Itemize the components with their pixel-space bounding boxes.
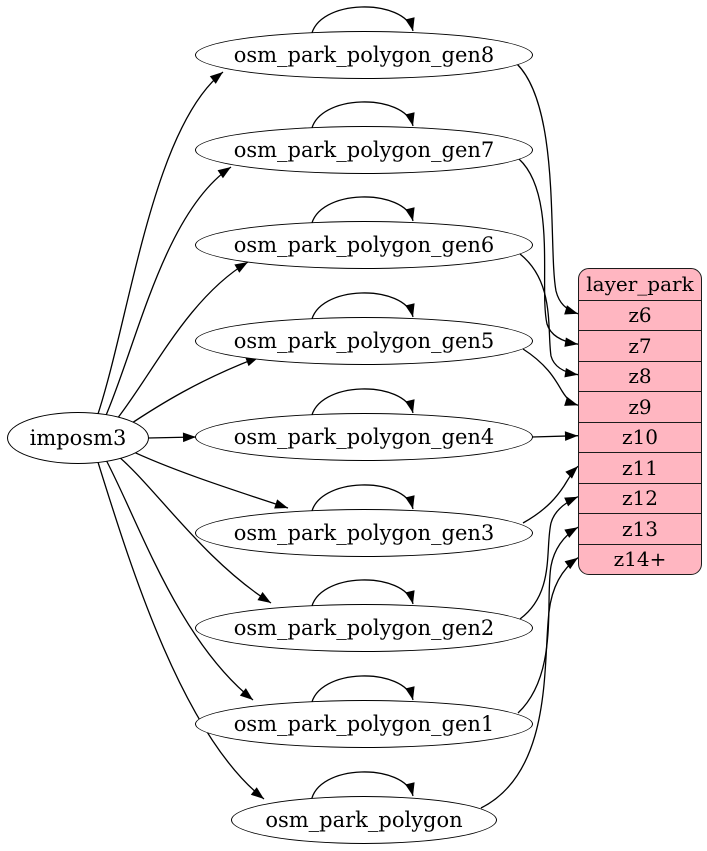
edge-osm_park_polygon_gen6-z8: [519, 253, 579, 378]
self-loop-osm_park_polygon_gen1: [310, 675, 415, 707]
edge-osm_park_polygon-z14plus: [480, 557, 579, 809]
node-label: osm_park_polygon_gen8: [233, 42, 495, 67]
edge-imposm3-osm_park_polygon: [96, 458, 265, 800]
node-osm_park_polygon_gen7: osm_park_polygon_gen7: [195, 126, 533, 174]
self-loop-osm_park_polygon_gen3: [310, 484, 415, 516]
edge-osm_park_polygon_gen1-z13: [517, 526, 579, 714]
node-osm_park_polygon_gen3: osm_park_polygon_gen3: [195, 509, 533, 557]
self-loop-osm_park_polygon_gen2: [310, 579, 415, 611]
node-osm_park_polygon: osm_park_polygon: [231, 796, 497, 844]
layer-park-header: layer_park: [586, 272, 694, 297]
edge-imposm3-osm_park_polygon_gen4: [147, 432, 197, 443]
edge-osm_park_polygon_gen2-z12: [519, 496, 579, 620]
node-osm_park_polygon_gen6: osm_park_polygon_gen6: [195, 221, 533, 269]
node-osm_park_polygon_gen1: osm_park_polygon_gen1: [195, 700, 533, 748]
edge-osm_park_polygon_gen4-z10: [531, 431, 579, 441]
node-label: osm_park_polygon_gen7: [233, 137, 495, 162]
node-label: osm_park_polygon_gen1: [233, 711, 495, 736]
edge-osm_park_polygon_gen8-z6: [516, 63, 579, 315]
node-label: osm_park_polygon_gen5: [233, 328, 495, 353]
row-z8: z8: [579, 360, 701, 392]
node-osm_park_polygon_gen8: osm_park_polygon_gen8: [195, 31, 533, 79]
self-loop-osm_park_polygon_gen8: [310, 6, 415, 38]
node-label: osm_park_polygon_gen6: [233, 232, 495, 257]
node-osm_park_polygon_gen5: osm_park_polygon_gen5: [195, 317, 533, 365]
edge-osm_park_polygon_gen7-z7: [518, 158, 579, 347]
edge-imposm3-osm_park_polygon_gen5: [122, 356, 260, 430]
row-z12: z12: [579, 482, 701, 514]
self-loop-osm_park_polygon: [310, 771, 415, 803]
node-imposm3: imposm3: [7, 412, 149, 464]
edge-imposm3-osm_park_polygon_gen2: [112, 451, 272, 604]
row-z13: z13: [579, 513, 701, 544]
row-z11: z11: [579, 452, 701, 483]
node-label: osm_park_polygon: [265, 807, 463, 832]
edge-imposm3-osm_park_polygon_gen6: [112, 261, 249, 425]
self-loop-osm_park_polygon_gen4: [310, 388, 415, 420]
edge-imposm3-osm_park_polygon_gen3: [122, 446, 289, 509]
row-z10: z10: [579, 421, 701, 453]
row-z9: z9: [579, 391, 701, 422]
edge-imposm3-osm_park_polygon_gen8: [96, 71, 224, 418]
node-osm_park_polygon_gen4: osm_park_polygon_gen4: [195, 413, 533, 461]
row-z6: z6: [579, 299, 701, 331]
node-label: osm_park_polygon_gen2: [233, 615, 495, 640]
self-loop-osm_park_polygon_gen7: [310, 101, 415, 133]
node-label: imposm3: [29, 425, 127, 450]
edge-imposm3-osm_park_polygon_gen7: [103, 166, 232, 421]
edge-osm_park_polygon_gen3-z11: [522, 465, 579, 524]
row-z7: z7: [579, 330, 701, 361]
self-loop-osm_park_polygon_gen6: [310, 196, 415, 228]
node-label: osm_park_polygon_gen4: [233, 424, 495, 449]
edge-osm_park_polygon_gen5-z9: [522, 348, 579, 406]
node-label: osm_park_polygon_gen3: [233, 520, 495, 545]
edge-imposm3-osm_park_polygon_gen1: [103, 455, 254, 701]
row-z14plus: z14+: [579, 543, 701, 575]
self-loop-osm_park_polygon_gen5: [310, 292, 415, 324]
node-osm_park_polygon_gen2: osm_park_polygon_gen2: [195, 604, 533, 652]
